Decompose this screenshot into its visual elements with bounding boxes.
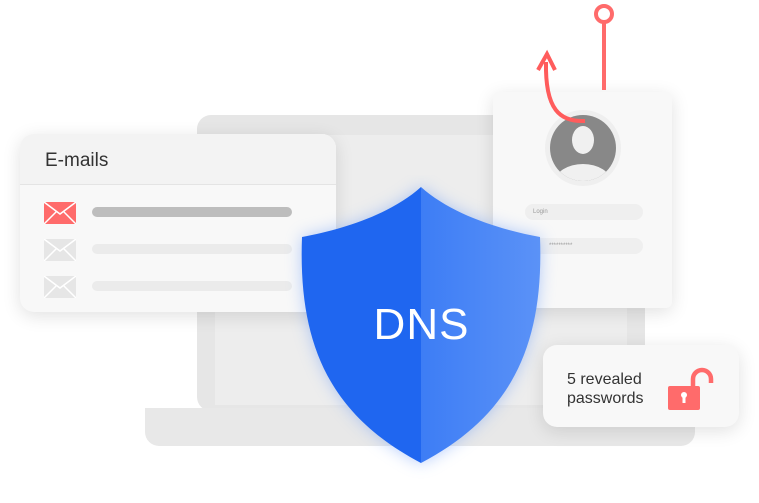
login-input[interactable]: Login <box>525 204 643 220</box>
emails-card: E-mails <box>20 134 336 312</box>
emails-card-header <box>20 134 336 185</box>
shield-label: DNS <box>373 300 470 349</box>
unlocked-padlock-icon <box>668 367 714 410</box>
envelope-icon <box>44 239 76 261</box>
alert-text-line1: 5 revealed <box>567 371 642 388</box>
envelope-icon <box>44 276 76 298</box>
emails-title: E-mails <box>45 150 109 171</box>
password-value: ********** <box>549 243 573 249</box>
avatar-icon <box>545 110 621 186</box>
email-preview-bar <box>92 244 292 254</box>
email-preview-bar <box>92 207 292 217</box>
revealed-passwords-alert: 5 revealed passwords <box>543 345 739 427</box>
password-input[interactable]: ********** <box>525 238 643 254</box>
envelope-icon <box>44 202 76 224</box>
alert-text: 5 revealed passwords <box>567 370 643 408</box>
alert-text-line2: passwords <box>567 390 644 407</box>
email-preview-bar <box>92 281 292 291</box>
shield-icon <box>301 187 541 463</box>
